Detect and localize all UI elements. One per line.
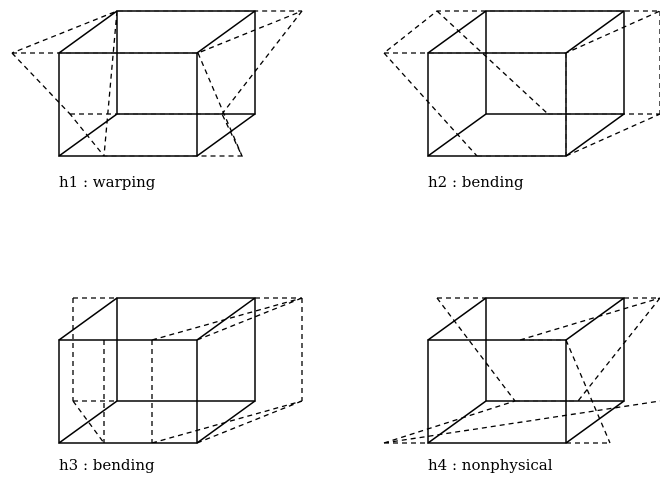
h2-dashed-bent-shape — [382, 10, 660, 157]
panel-h4 — [383, 297, 660, 444]
h4-solid-cube — [427, 297, 625, 444]
caption-h2: h2 : bending — [428, 173, 524, 191]
caption-h3: h3 : bending — [59, 456, 155, 474]
caption-h4: h4 : nonphysical — [428, 456, 553, 474]
h4-dashed-distorted-shape — [383, 297, 660, 444]
panel-h3 — [58, 297, 303, 444]
panel-h1 — [11, 10, 303, 157]
caption-h1: h1 : warping — [59, 173, 156, 191]
h3-dashed-bent-shape — [72, 297, 303, 444]
h1-dashed-warped-shape — [11, 10, 303, 157]
h1-solid-cube — [58, 10, 256, 157]
panel-h2 — [382, 10, 660, 157]
